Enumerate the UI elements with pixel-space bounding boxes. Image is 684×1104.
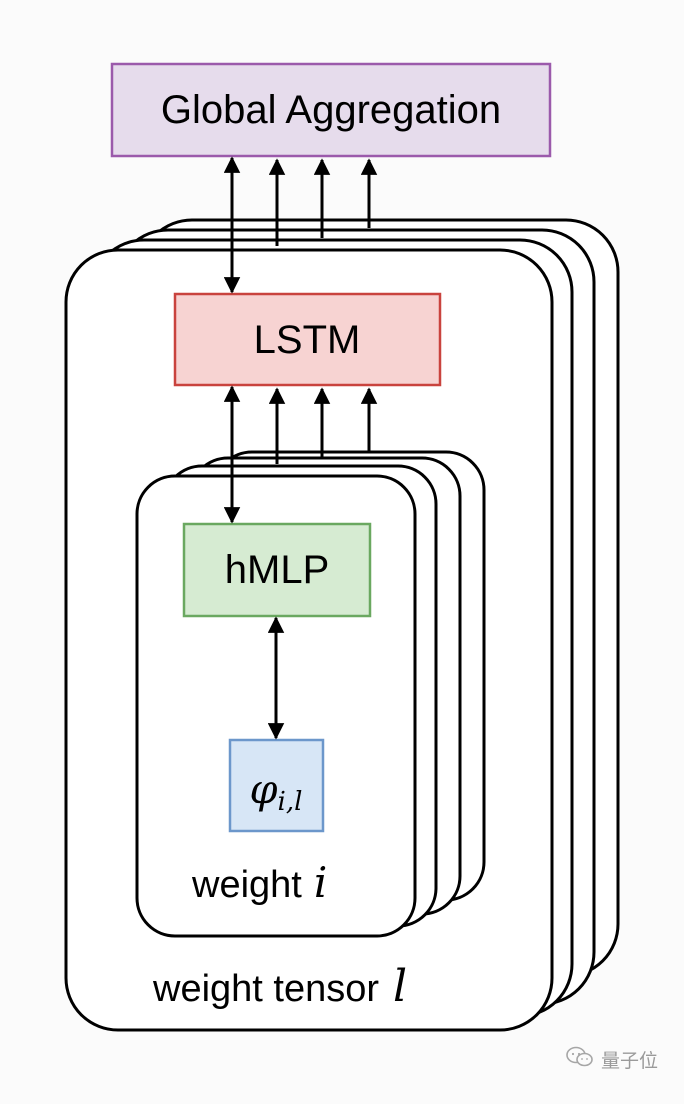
phi-label: φi,l — [250, 767, 303, 817]
global-aggregation-label: Global Aggregation — [161, 88, 501, 132]
hmlp-box — [182, 522, 372, 618]
phi-box — [228, 738, 325, 833]
watermark-text: 量子位 — [600, 1050, 658, 1072]
weight-label-var: i — [314, 858, 327, 907]
weight-tensor-label-var: l — [393, 961, 407, 1012]
phi-subscript: i,l — [278, 787, 303, 817]
hmlp-label: hMLP — [225, 548, 330, 592]
phi-symbol: φ — [250, 767, 278, 813]
lstm-label: LSTM — [254, 318, 361, 362]
arrows-ga-lstm — [223, 156, 378, 294]
weight-tensor-label-text: weight tensor — [152, 968, 379, 1010]
lstm-box — [173, 292, 442, 387]
weight-label-text: weight — [191, 864, 302, 906]
arrows-lstm-hmlp — [223, 385, 378, 524]
wechat-icon — [565, 1045, 595, 1074]
weight-tensor-label: weight tensor l — [152, 961, 407, 1012]
global-aggregation-box — [110, 62, 552, 158]
watermark: 量子位 — [565, 1045, 658, 1074]
